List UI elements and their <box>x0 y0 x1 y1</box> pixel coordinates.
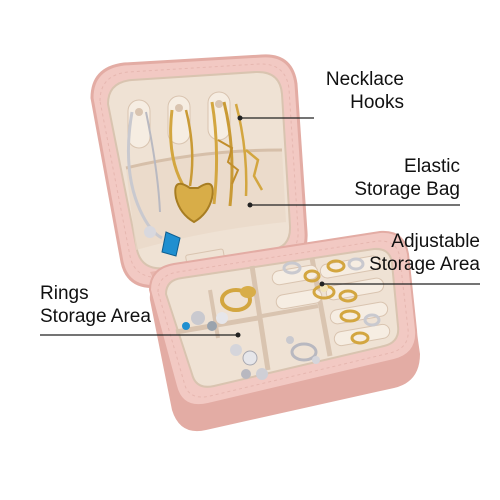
compartment-jewelry <box>182 286 320 380</box>
label-rings-storage-area-line1: Rings <box>40 283 89 304</box>
label-elastic-storage-bag: Elastic Storage Bag <box>354 155 460 201</box>
label-rings-storage-area-line2: Storage Area <box>40 306 151 327</box>
label-rings-storage-area: Rings Storage Area <box>40 282 151 328</box>
label-elastic-storage-bag-line1: Elastic <box>404 156 460 177</box>
label-necklace-hooks-line1: Necklace <box>325 69 404 90</box>
leader-lines <box>40 115 480 338</box>
label-necklace-hooks: Necklace Hooks <box>326 68 404 114</box>
label-adjustable-storage-area: Adjustable Storage Area <box>369 230 480 276</box>
necklaces <box>126 101 264 257</box>
label-adjustable-storage-area-line2: Storage Area <box>369 254 480 275</box>
label-necklace-hooks-line2: Hooks <box>350 92 404 113</box>
label-adjustable-storage-area-line1: Adjustable <box>391 231 480 252</box>
label-elastic-storage-bag-line2: Storage Bag <box>354 179 460 200</box>
